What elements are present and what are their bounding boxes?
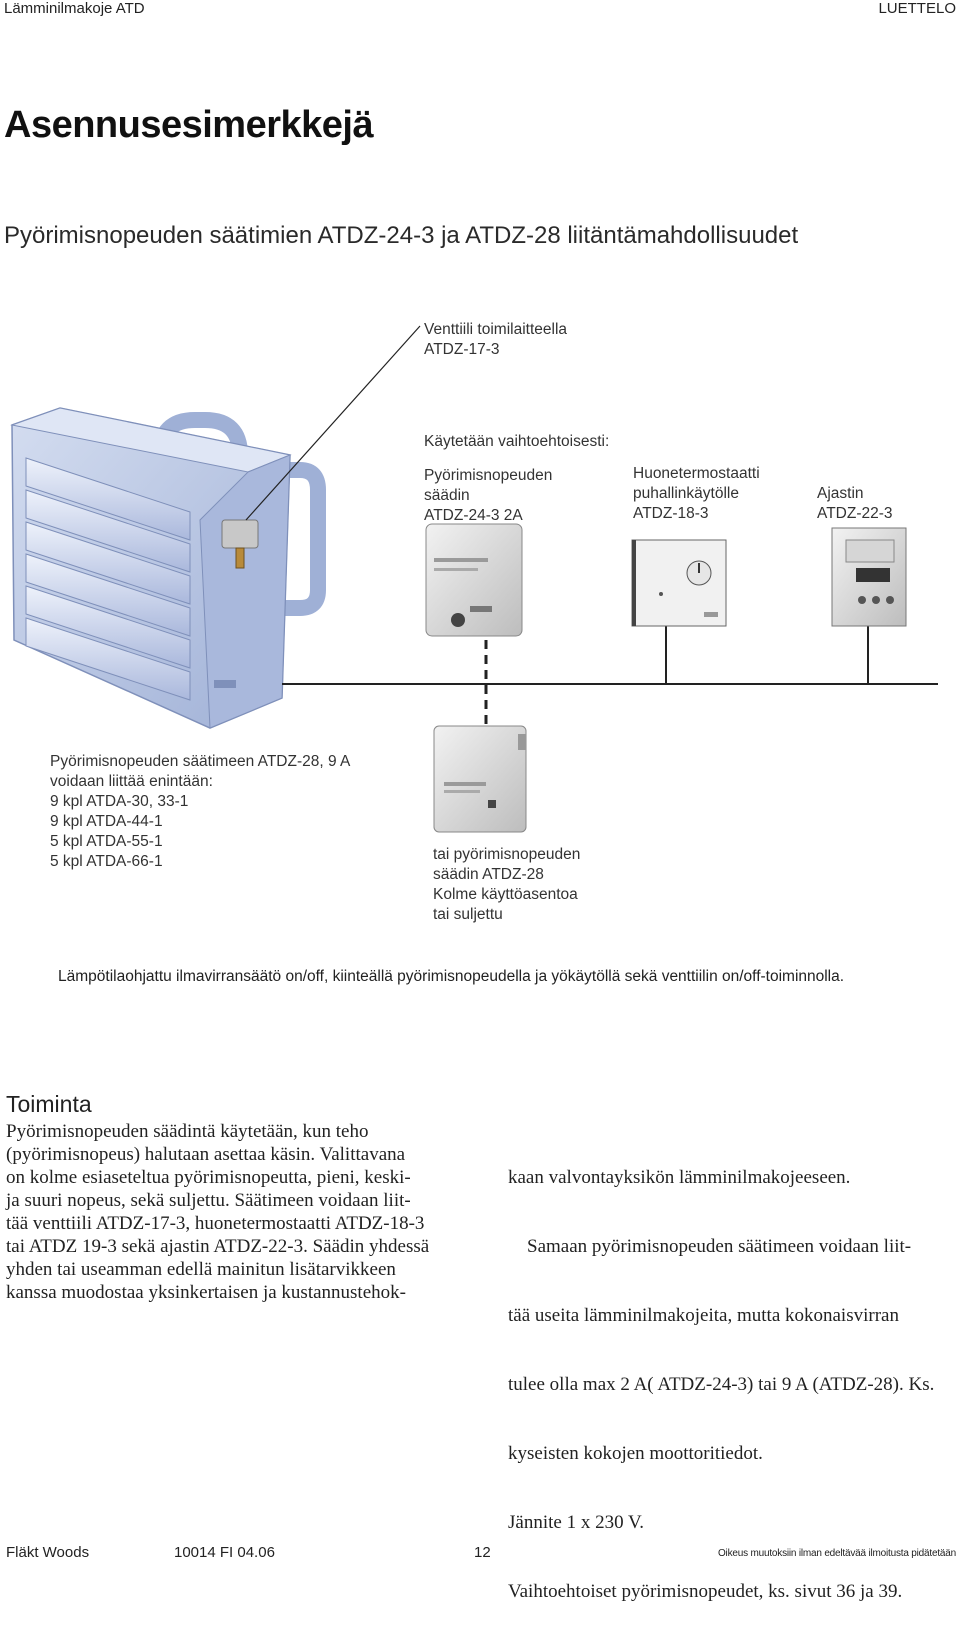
body-line: Pyörimisnopeuden säädintä käytetään, kun… xyxy=(6,1121,369,1142)
body-line: tulee olla max 2 A( ATDZ-24-3) tai 9 A (… xyxy=(508,1374,935,1395)
body-line: yhden tai useamman edellä mainitun lisät… xyxy=(6,1259,396,1280)
footer-code: 10014 FI 04.06 xyxy=(174,1544,275,1561)
controller-atdz-24-image xyxy=(425,523,523,637)
footer-page-number: 12 xyxy=(474,1544,491,1561)
body-line: Jännite 1 x 230 V. xyxy=(508,1512,644,1533)
timer-atdz-22-image xyxy=(831,527,907,627)
valve-actuator-image xyxy=(221,519,259,569)
connect-capacity-label: Pyörimisnopeuden säätimeen ATDZ-28, 9 A … xyxy=(50,753,351,870)
body-line: tää useita lämminilmakojeita, mutta koko… xyxy=(508,1305,899,1326)
valve-label: Venttiili toimilaitteella ATDZ-17-3 xyxy=(424,321,568,358)
heater-louvers xyxy=(25,457,191,701)
body-line: tää venttiili ATDZ-17-3, huonetermostaat… xyxy=(6,1213,425,1234)
body-line: kaan valvontayksikön lämminilmakojeeseen… xyxy=(508,1167,851,1188)
body-line: tai ATDZ 19-3 sekä ajastin ATDZ-22-3. Sä… xyxy=(6,1236,430,1257)
valve-leader-line xyxy=(245,325,421,521)
footer-note: Oikeus muutoksiin ilman edeltävää ilmoit… xyxy=(717,1548,956,1559)
body-line: ja suuri nopeus, sekä suljettu. Säätimee… xyxy=(6,1190,411,1211)
header-left: Lämminilmakoje ATD xyxy=(4,0,145,17)
diagram-caption: Lämpötilaohjattu ilmavirransäätö on/off,… xyxy=(58,968,845,985)
alternatives-heading: Käytetään vaihtoehtoisesti: xyxy=(424,433,610,450)
thermostat-label: Huonetermostaatti puhallinkäytölle ATDZ-… xyxy=(633,465,760,522)
body-line: Vaihtoehtoiset pyörimisnopeudet, ks. siv… xyxy=(508,1581,903,1602)
page-subtitle: Pyörimisnopeuden säätimien ATDZ-24-3 ja … xyxy=(4,222,799,249)
body-line: kyseisten kokojen moottoritiedot. xyxy=(508,1443,763,1464)
controller-28-label: tai pyörimisnopeuden säädin ATDZ-28 Kolm… xyxy=(433,846,581,923)
body-line: on kolme esiaseteltua pyörimisnopeutta, … xyxy=(6,1167,411,1188)
timer-label: Ajastin ATDZ-22-3 xyxy=(817,485,893,522)
controller-24-label: Pyörimisnopeuden säädin ATDZ-24-3 2A xyxy=(424,467,553,524)
heater-unit-image xyxy=(10,407,326,729)
header-right: LUETTELO xyxy=(878,0,956,17)
section-heading: Toiminta xyxy=(6,1091,92,1117)
thermostat-atdz-18-image xyxy=(631,539,727,627)
page-title: Asennusesimerkkejä xyxy=(4,104,374,146)
controller-atdz-28-image xyxy=(433,725,527,833)
footer-brand: Fläkt Woods xyxy=(6,1544,90,1561)
body-line: Samaan pyörimisnopeuden säätimeen voidaa… xyxy=(508,1236,912,1257)
body-column-1: Pyörimisnopeuden säädintä käytetään, kun… xyxy=(6,1120,466,1304)
body-line: kanssa muodostaa yksinkertaisen ja kusta… xyxy=(6,1282,406,1303)
body-line: (pyörimisnopeus) halutaan asettaa käsin.… xyxy=(6,1144,406,1165)
wiring-diagram xyxy=(10,325,938,833)
